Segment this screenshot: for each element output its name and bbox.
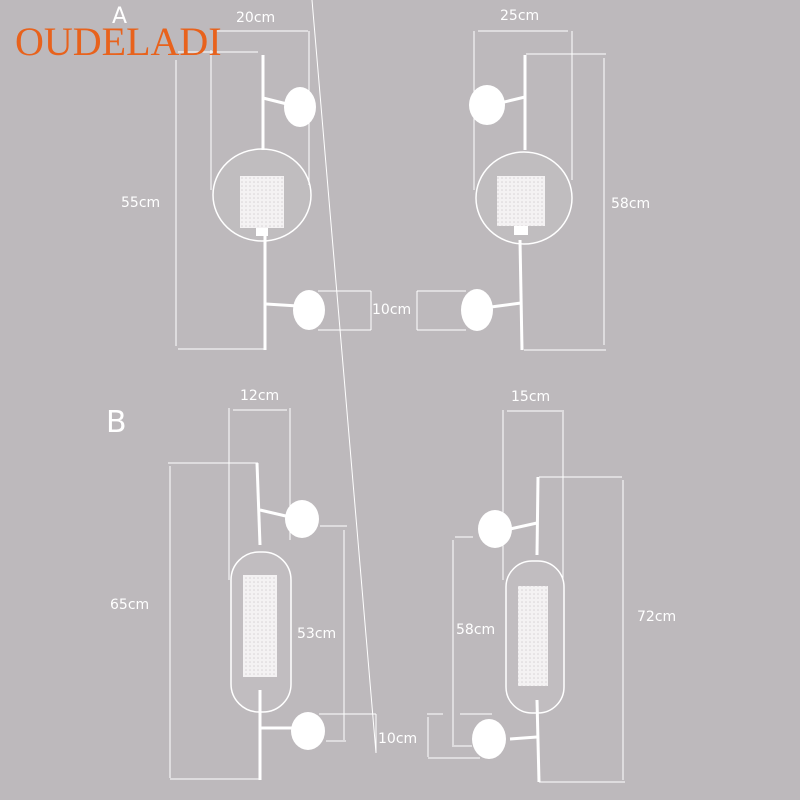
dim-b-left-arm-spacing: 53cm <box>297 626 337 642</box>
section-label-a: A <box>112 4 128 29</box>
lamp-a-left <box>175 30 372 350</box>
dim-a-left-height: 55cm <box>121 195 161 211</box>
dim-a-backplate-depth: 10cm <box>372 302 412 318</box>
dim-b-backplate-depth: 10cm <box>378 731 418 747</box>
dim-b-right-width: 15cm <box>511 389 551 405</box>
dim-b-left-height: 65cm <box>110 597 150 613</box>
lamp-b-left <box>168 0 377 780</box>
lamp-a-right <box>416 30 606 351</box>
lamp-b-right <box>427 410 625 783</box>
dim-b-left-width: 12cm <box>240 388 280 404</box>
dim-a-right-width: 25cm <box>500 8 540 24</box>
dim-a-right-height: 58cm <box>611 196 651 212</box>
section-label-b: B <box>106 405 127 440</box>
dim-b-right-height: 72cm <box>637 609 677 625</box>
dim-b-right-arm-spacing: 58cm <box>456 622 496 638</box>
brand-logo: OUDELADI <box>15 19 222 64</box>
dim-a-left-width: 20cm <box>236 10 276 26</box>
